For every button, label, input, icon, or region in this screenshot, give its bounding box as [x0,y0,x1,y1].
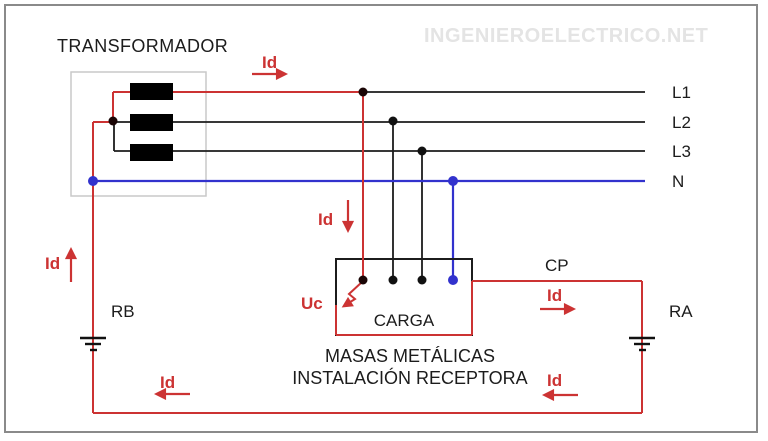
line-label-l1: L1 [672,83,691,102]
earth-ground-rb-icon [80,336,106,352]
watermark: INGENIEROELECTRICO.NET [424,25,709,47]
neutral-lines [93,179,645,280]
current-label-id-top: Id [262,53,278,72]
load-label: CARGA [373,311,435,330]
earth-ground-ra-icon [629,336,655,352]
touch-voltage-label: Uc [301,294,323,313]
junction-dots [88,87,458,285]
terminal-dot-l3-load [417,275,427,285]
phase-lines [113,91,645,280]
junction-dot-l2-tap [388,116,398,126]
winding-l1 [130,83,173,100]
line-label-n: N [672,172,685,191]
conductor-label-cp: CP [545,256,569,275]
junction-dot-l1-tap [358,87,368,97]
current-label-id-bottom-right: Id [547,371,563,390]
line-label-l3: L3 [672,142,691,161]
transformer-windings [130,83,173,161]
junction-dot-l3-tap [417,146,427,156]
current-label-id-load: Id [318,210,334,229]
masses-label-line1: MASAS METÁLICAS [324,346,496,366]
masses-label-line2: INSTALACIÓN RECEPTORA [292,368,528,388]
earth-label-ra: RA [669,302,693,321]
junction-dot-n-tap [448,176,458,186]
transformer-label: TRANSFORMADOR [57,36,229,56]
junction-dot-star-point [108,116,118,126]
image-border [4,4,758,433]
terminal-dot-n-load [448,275,458,285]
junction-dot-n-star [88,176,98,186]
earth-label-rb: RB [111,302,135,321]
fault-zigzag-icon [341,281,363,308]
terminal-dot-l2-load [388,275,398,285]
current-label-id-cp: Id [547,286,563,305]
terminal-dot-l1-load [358,275,368,285]
current-arrows [64,67,578,402]
transformer-enclosure-box [70,71,207,197]
winding-l2 [130,114,173,131]
line-label-l2: L2 [672,113,691,132]
current-label-id-bottom-left: Id [160,373,176,392]
winding-l3 [130,144,173,161]
current-label-id-rb: Id [45,254,61,273]
